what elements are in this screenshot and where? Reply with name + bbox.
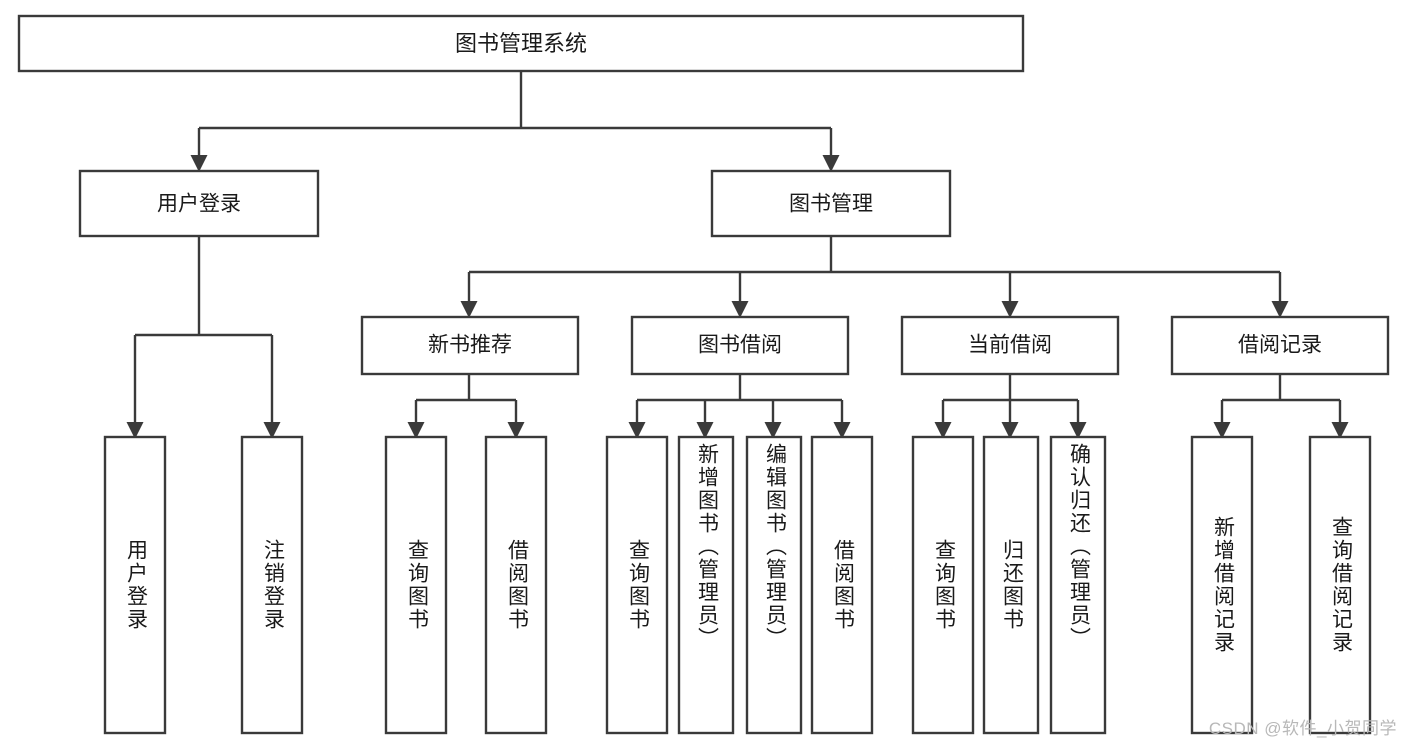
node-new-book-rec[interactable] [360, 315, 580, 376]
node-leaf-edit-book-admin[interactable] [745, 435, 803, 735]
node-leaf-logout[interactable] [240, 435, 304, 735]
node-leaf-add-book-admin[interactable] [677, 435, 735, 735]
node-book-borrow[interactable] [630, 315, 850, 376]
node-root-label: 图书管理系统 [455, 31, 587, 56]
node-current-borrow[interactable] [900, 315, 1120, 376]
arrowhead-to-new-book-rec [460, 301, 478, 318]
node-book-borrow-label: 图书借阅 [698, 334, 782, 357]
node-new-book-rec-label: 新书推荐 [428, 334, 512, 357]
node-leaf-query-record[interactable] [1308, 435, 1372, 735]
node-leaf-user-login[interactable] [103, 435, 167, 735]
arrowhead-to-user-login [190, 155, 208, 172]
node-leaf-query-book-3[interactable] [911, 435, 975, 735]
node-borrow-record-label: 借阅记录 [1238, 334, 1322, 357]
node-book-manage-label: 图书管理 [789, 193, 873, 216]
node-root[interactable] [17, 14, 1025, 73]
node-leaf-borrow-book-2[interactable] [810, 435, 874, 735]
arrowhead-to-book-borrow [731, 301, 749, 318]
arrowhead-to-current-borrow [1001, 301, 1019, 318]
node-book-manage[interactable] [710, 169, 952, 238]
node-user-login-label: 用户登录 [157, 193, 241, 216]
node-borrow-record[interactable] [1170, 315, 1390, 376]
node-leaf-add-record[interactable] [1190, 435, 1254, 735]
node-leaf-confirm-return-admin[interactable] [1049, 435, 1107, 735]
arrowhead-to-borrow-record [1271, 301, 1289, 318]
node-leaf-query-book-1[interactable] [384, 435, 448, 735]
arrowhead-to-book-manage [822, 155, 840, 172]
node-current-borrow-label: 当前借阅 [968, 334, 1052, 357]
node-user-login[interactable] [78, 169, 320, 238]
node-leaf-borrow-book-1[interactable] [484, 435, 548, 735]
node-leaf-return-book[interactable] [982, 435, 1040, 735]
node-leaf-query-book-2[interactable] [605, 435, 669, 735]
